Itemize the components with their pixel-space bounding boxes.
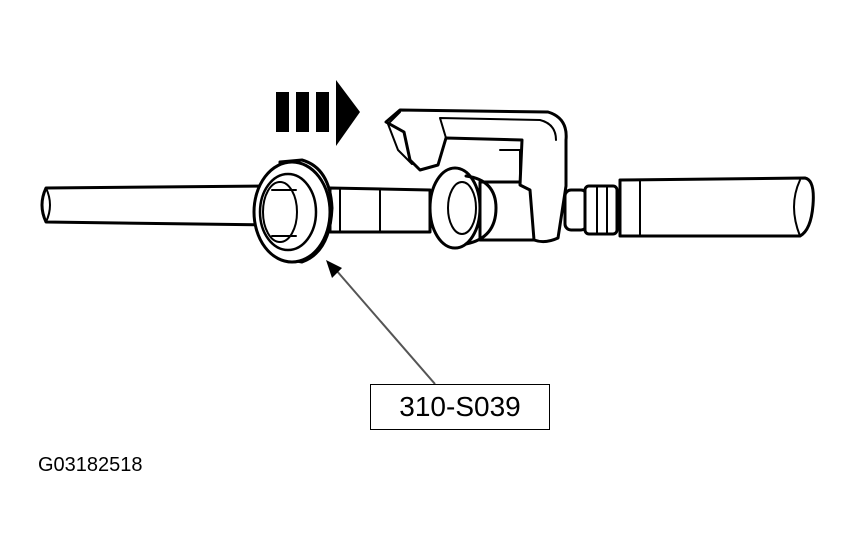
tool-number-callout: 310-S039 xyxy=(370,384,550,430)
callout-leader-line xyxy=(326,260,436,385)
tool-inner-ring xyxy=(428,166,498,250)
connector-ribs xyxy=(563,184,619,236)
disconnect-tool-cup xyxy=(252,158,334,264)
retaining-clip xyxy=(384,108,568,244)
right-fuel-tube xyxy=(618,176,815,238)
left-fuel-tube xyxy=(40,184,272,227)
dashed-right-arrow-icon xyxy=(276,80,360,146)
figure-id-label: G03182518 xyxy=(38,454,143,476)
